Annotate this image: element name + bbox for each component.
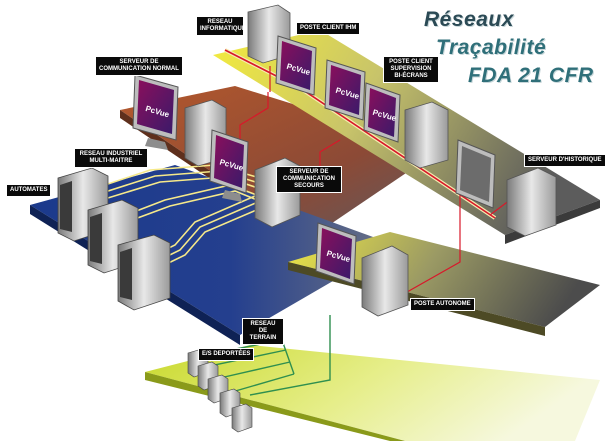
- title-line-2: Traçabilité: [436, 36, 547, 59]
- plc-rack: [117, 234, 171, 311]
- historical-server: [455, 139, 557, 237]
- label-poste-client-supervision: POSTE CLIENT SUPERVISION BI-ÉCRANS: [383, 56, 439, 83]
- remote-io-module: [231, 403, 253, 433]
- label-poste-client-ihm: POSTE CLIENT IHM: [296, 22, 361, 35]
- label-es-deportees: E/S DEPORTÉES: [198, 348, 255, 361]
- label-automates: AUTOMATES: [6, 184, 52, 197]
- title-line-1: Réseaux: [424, 8, 514, 31]
- label-serveur-historique: SERVEUR D'HISTORIQUE: [524, 154, 606, 167]
- label-reseau-industriel: RESEAU INDUSTRIEL MULTI-MAITRE: [74, 148, 148, 168]
- label-reseau-terrain: RESEAU DE TERRAIN: [242, 318, 284, 345]
- title-line-3: FDA 21 CFR: [468, 64, 594, 87]
- client-ihm-pc: PcVue: [247, 4, 317, 96]
- server-secours-monitor: PcVue: [209, 129, 249, 202]
- label-serveur-comm-secours: SERVEUR DE COMMUNICATION SECOURS: [276, 166, 342, 193]
- client-supervision-pc: PcVue PcVue: [324, 59, 449, 169]
- label-poste-autonome: POSTE AUTONOME: [410, 298, 475, 311]
- label-reseau-informatique: RESEAU INFORMATIQUE: [196, 16, 246, 36]
- label-serveur-comm-normal: SERVEUR DE COMMUNICATION NORMAL: [95, 56, 183, 76]
- standalone-pc: PcVue: [315, 222, 409, 317]
